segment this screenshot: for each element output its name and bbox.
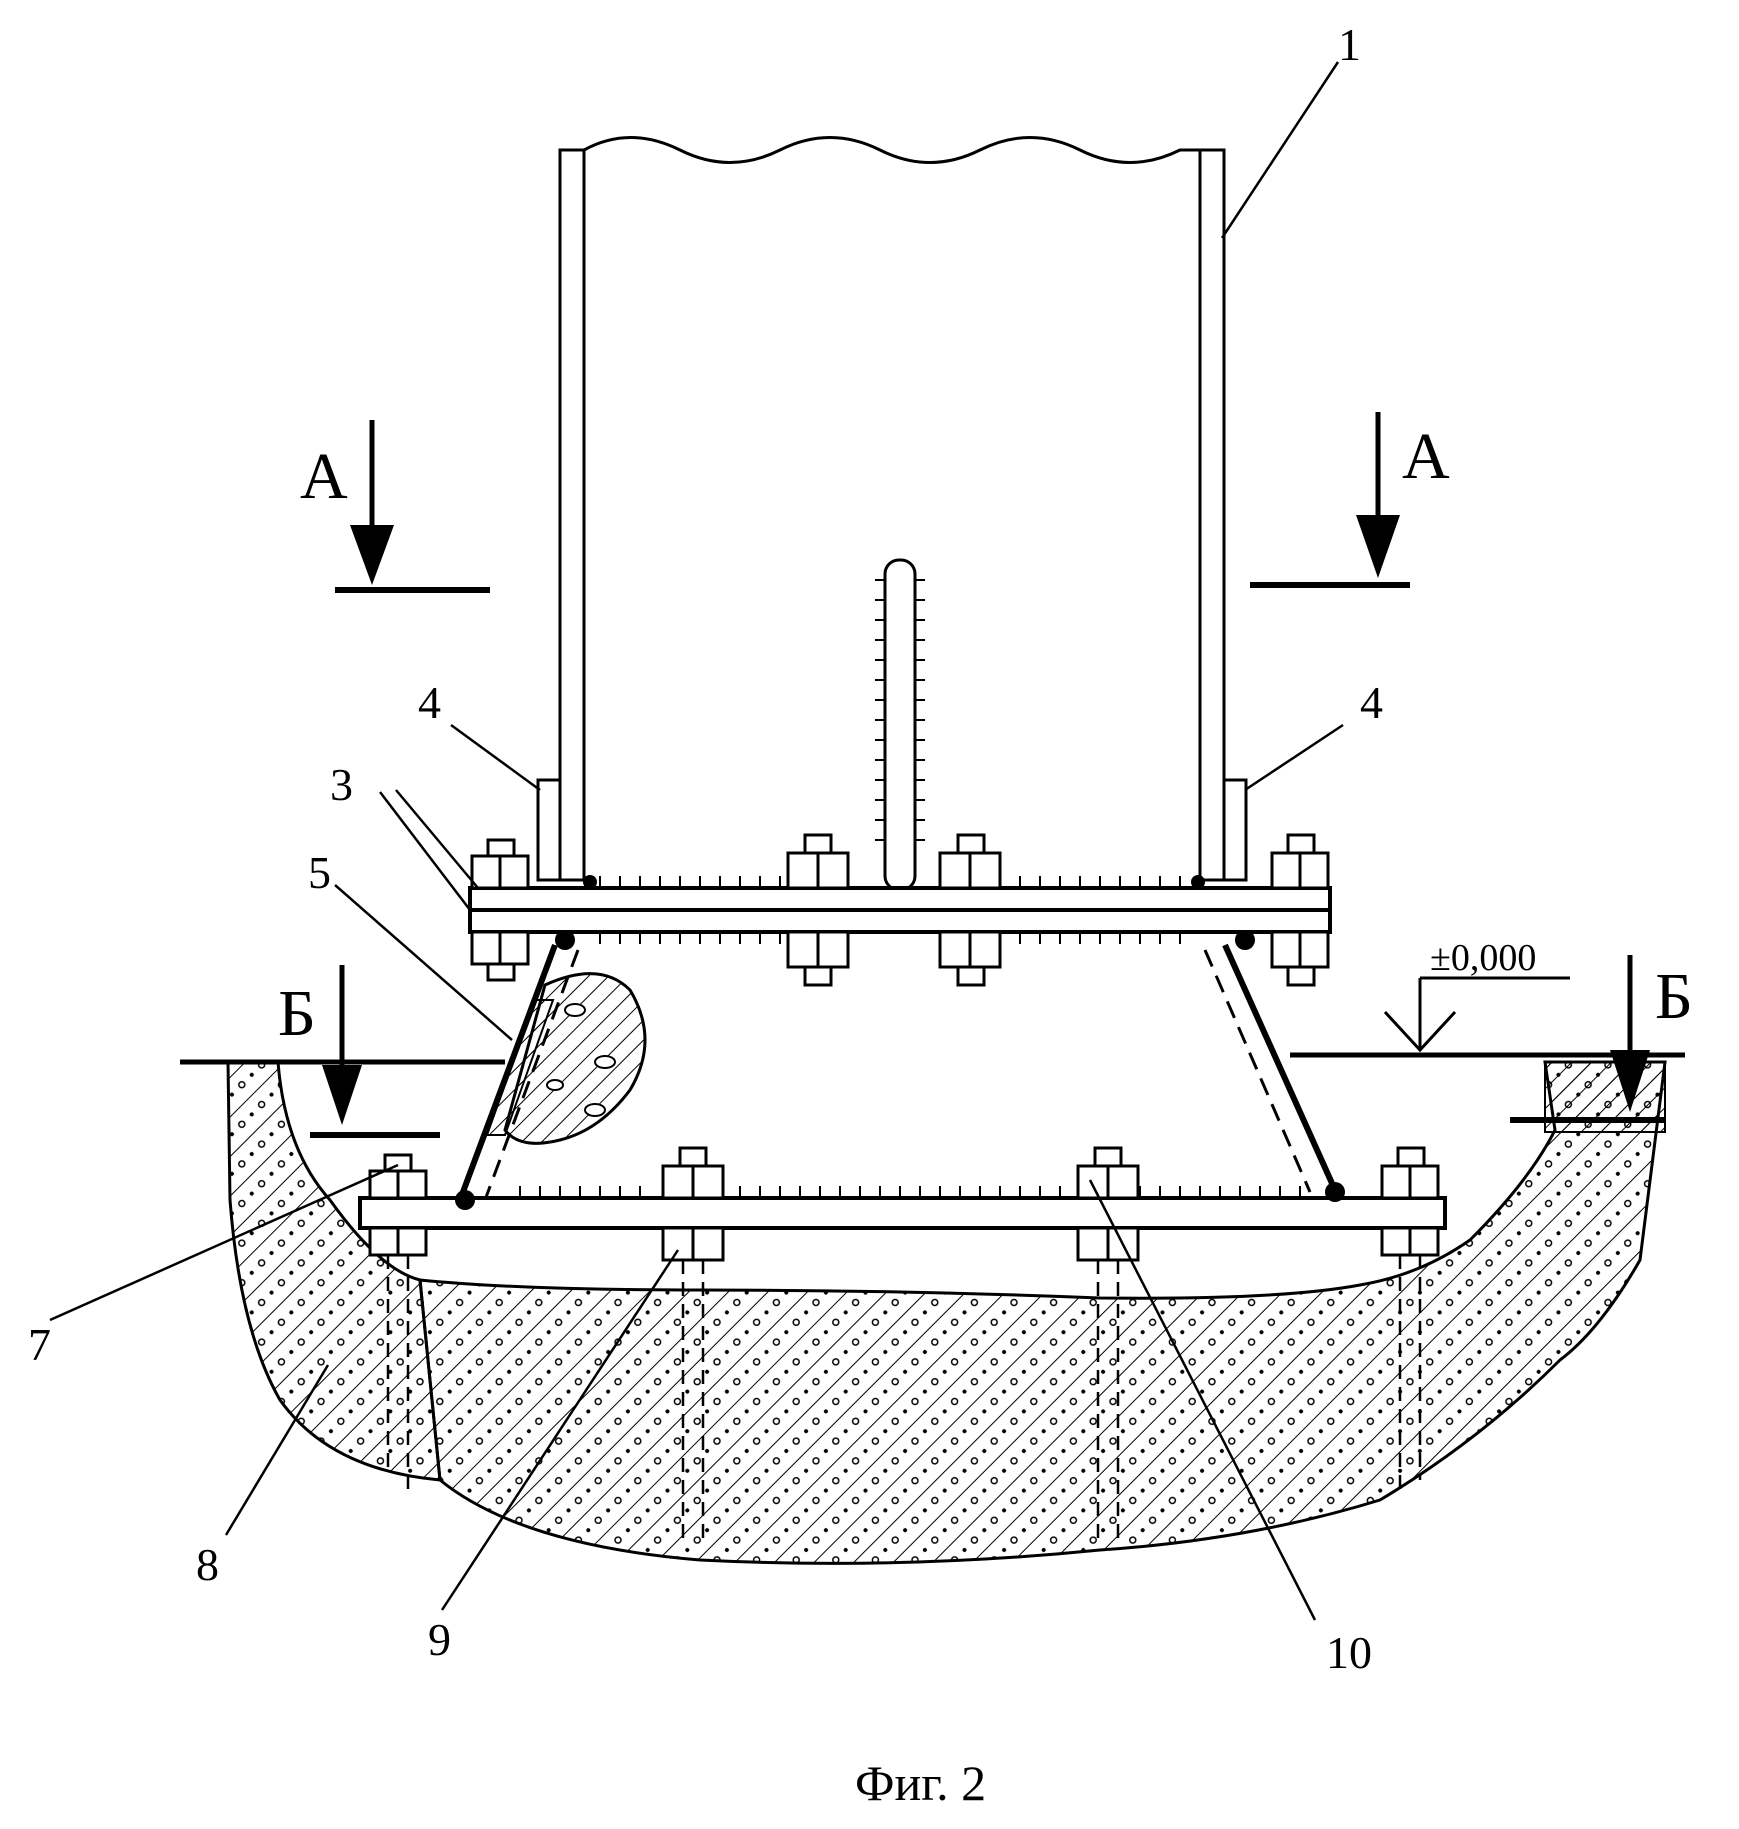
ref-label-4-right: 4 [1360,677,1383,728]
ref-label-10: 10 [1326,1627,1372,1678]
section-label-b-right: Б [1655,960,1693,1033]
upper-base-plates [468,875,1332,950]
figure-caption: Фиг. 2 [855,1755,986,1811]
central-anchor-bolt [875,558,925,892]
ref-label-5: 5 [308,847,331,898]
section-label-a-right: А [1402,420,1450,493]
ref-label-1: 1 [1338,19,1361,70]
reference-labels: 1 3 4 4 5 7 8 9 10 А А Б Б ±0,000 Фиг. 2 [28,19,1693,1811]
stiffener-ribs [536,778,1248,882]
ref-label-7: 7 [28,1319,51,1370]
detail-bubble [503,972,647,1145]
level-mark-label: ±0,000 [1430,937,1536,979]
ref-label-3: 3 [330,759,353,810]
ref-label-9: 9 [428,1614,451,1665]
lower-anchor-bolts [368,1146,1440,1545]
section-label-b-left: Б [278,977,316,1050]
lower-base-plate [358,1182,1447,1230]
ref-label-4-left: 4 [418,677,441,728]
level-mark [1383,976,1570,1053]
section-label-a-left: А [300,440,348,513]
upper-bolt-nuts [470,833,1330,987]
leader-lines [49,61,1344,1621]
ref-label-8: 8 [196,1539,219,1590]
section-marker-a [335,412,1410,593]
ground-level-lines [180,1052,1685,1065]
section-marker-b [310,955,1665,1138]
steel-column [558,136,1226,882]
concrete-foundation [226,1060,1667,1565]
